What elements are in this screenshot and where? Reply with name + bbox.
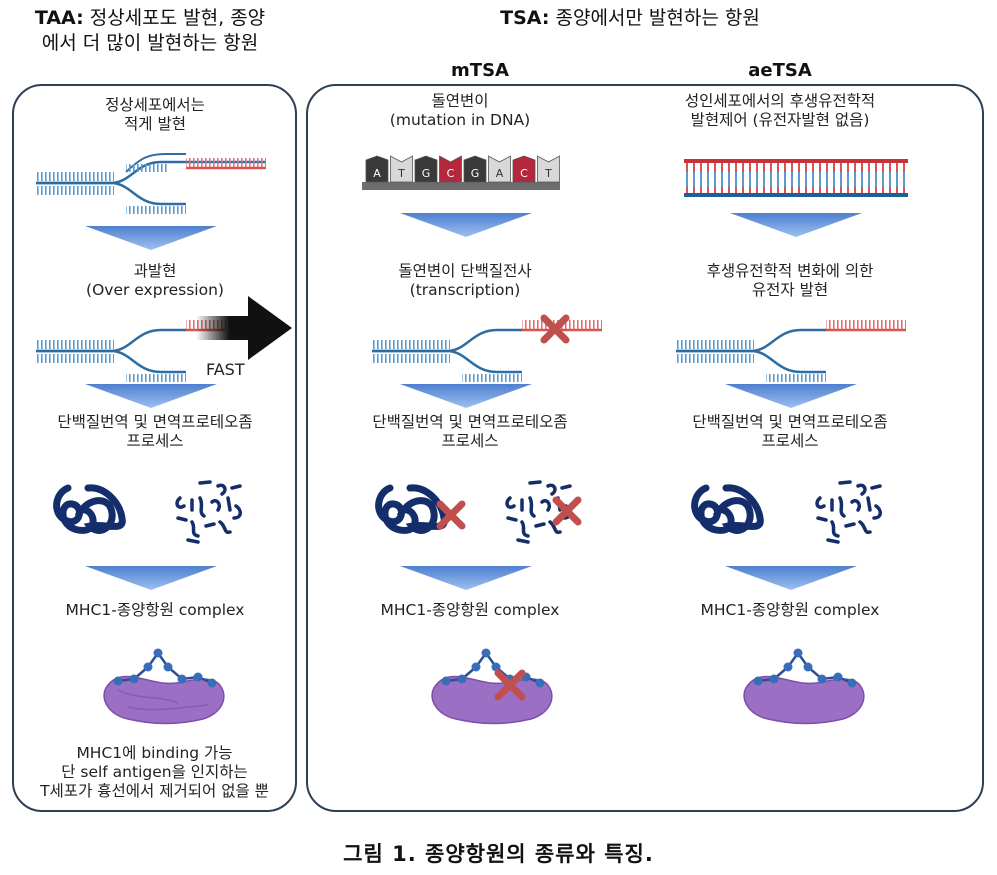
down-arrow-icon <box>400 213 532 237</box>
taa-process-label: 단백질번역 및 면역프로테오좀 프로세스 <box>35 413 275 451</box>
tsa-header-label: TSA: <box>500 7 550 29</box>
taa-header-label: TAA: <box>34 7 84 29</box>
mtsa-mhc-label: MHC1-종양항원 complex <box>380 601 560 619</box>
mtsa-title: mTSA <box>451 60 509 81</box>
aetsa-mhc-label: MHC1-종양항원 complex <box>700 601 880 619</box>
taa-overexpression-label: 과발현 (Over expression) <box>50 262 260 300</box>
taa-low-expr-line1: 정상세포에서는 <box>105 96 205 114</box>
dna-letter-block: T <box>390 155 413 183</box>
aetsa-process-label: 단백질번역 및 면역프로테오좀 프로세스 <box>670 413 910 451</box>
mhc-complex-icon <box>103 648 225 725</box>
dna-letter: T <box>397 167 405 180</box>
taa-low-expr-line2: 적게 발현 <box>124 115 186 133</box>
dna-replication-fork-icon <box>676 320 906 382</box>
down-arrow-icon <box>85 384 217 408</box>
dna-letter-block: A <box>488 155 511 183</box>
dna-letter-block: T <box>537 155 560 183</box>
taa-note-line3: T세포가 흉선에서 제거되어 없을 뿐 <box>40 782 269 800</box>
mhc-complex-icon <box>743 648 865 725</box>
dna-letter: C <box>447 167 455 180</box>
dna-letter-block: A <box>365 155 389 183</box>
taa-mhc-label: MHC1-종양항원 complex <box>65 601 245 619</box>
aetsa-process-line1: 단백질번역 및 면역프로테오좀 <box>692 413 888 431</box>
mtsa-process-label: 단백질번역 및 면역프로테오좀 프로세스 <box>350 413 590 451</box>
figure-caption: 그림 1. 종양항원의 종류와 특징. <box>343 842 654 866</box>
protein-coil-icon <box>691 484 764 534</box>
mhc-complex-icon <box>431 648 553 725</box>
dna-ladder-icon <box>684 159 908 197</box>
taa-header-line1: 정상세포도 발현, 종양 <box>83 7 266 29</box>
dna-letter: G <box>471 167 480 180</box>
mtsa-mut-line1: 돌연변이 <box>431 92 489 110</box>
aetsa-epigenetic-label: 성인세포에서의 후생유전학적 발현제어 (유전자발현 없음) <box>670 92 890 130</box>
dna-letter: C <box>520 167 528 180</box>
mtsa-process-line2: 프로세스 <box>441 432 499 450</box>
taa-note: MHC1에 binding 가능 단 self antigen을 인지하는 T세… <box>22 744 287 801</box>
mtsa-mutation-label: 돌연변이 (mutation in DNA) <box>360 92 560 130</box>
dna-letter: A <box>496 167 504 180</box>
dna-letter-block: G <box>463 155 487 183</box>
dna-replication-fork-icon <box>36 153 266 214</box>
dna-letter-block: G <box>414 155 438 183</box>
x-mark-icon <box>436 500 466 530</box>
peptide-fragments-icon <box>175 480 242 544</box>
tsa-panel <box>306 84 984 812</box>
taa-note-line2: 단 self antigen을 인지하는 <box>61 763 248 781</box>
aetsa-title: aeTSA <box>748 60 812 81</box>
taa-process-line2: 프로세스 <box>126 432 184 450</box>
down-arrow-icon <box>400 566 532 590</box>
aetsa-change-line1: 후생유전학적 변화에 의한 <box>706 262 874 280</box>
dna-letter: G <box>422 167 431 180</box>
dna-letter-block: C <box>512 155 536 183</box>
taa-header-line2: 에서 더 많이 발현하는 항원 <box>41 32 259 54</box>
down-arrow-icon <box>730 213 862 237</box>
down-arrow-icon <box>400 384 532 408</box>
dna-letter-block: C <box>439 155 462 183</box>
mtsa-trans-line2: (transcription) <box>409 281 521 299</box>
mtsa-trans-line1: 돌연변이 단백질전사 <box>398 262 532 280</box>
x-mark-icon <box>540 314 570 344</box>
x-mark-icon <box>552 496 582 526</box>
down-arrow-icon <box>85 226 217 250</box>
dna-letter: T <box>544 167 552 180</box>
mtsa-transcription-label: 돌연변이 단백질전사 (transcription) <box>355 262 575 300</box>
aetsa-process-line2: 프로세스 <box>761 432 819 450</box>
aetsa-epi-line2: 발현제어 (유전자발현 없음) <box>690 111 870 129</box>
taa-panel <box>12 84 297 812</box>
down-arrow-icon <box>725 566 857 590</box>
dna-letter: A <box>373 167 381 180</box>
down-arrow-icon <box>725 384 857 408</box>
tsa-header: TSA: 종양에서만 발현하는 항원 <box>420 6 840 31</box>
mtsa-mut-line2: (mutation in DNA) <box>389 111 531 129</box>
taa-overexp-line1: 과발현 <box>133 262 177 280</box>
down-arrow-icon <box>85 566 217 590</box>
aetsa-epi-line1: 성인세포에서의 후생유전학적 <box>684 92 876 110</box>
tsa-header-text: 종양에서만 발현하는 항원 <box>549 7 760 29</box>
fast-label: FAST <box>206 360 245 379</box>
protein-coil-icon <box>53 484 126 534</box>
taa-process-line1: 단백질번역 및 면역프로테오좀 <box>57 413 253 431</box>
taa-note-line1: MHC1에 binding 가능 <box>76 744 233 762</box>
mtsa-process-line1: 단백질번역 및 면역프로테오좀 <box>372 413 568 431</box>
taa-header: TAA: 정상세포도 발현, 종양 에서 더 많이 발현하는 항원 <box>0 6 300 56</box>
aetsa-change-line2: 유전자 발현 <box>751 281 829 299</box>
taa-low-expression-label: 정상세포에서는 적게 발현 <box>55 96 255 134</box>
aetsa-change-label: 후생유전학적 변화에 의한 유전자 발현 <box>680 262 900 300</box>
big-right-arrow-icon <box>196 296 292 360</box>
taa-overexp-line2: (Over expression) <box>86 281 224 299</box>
peptide-fragments-icon <box>815 480 882 544</box>
